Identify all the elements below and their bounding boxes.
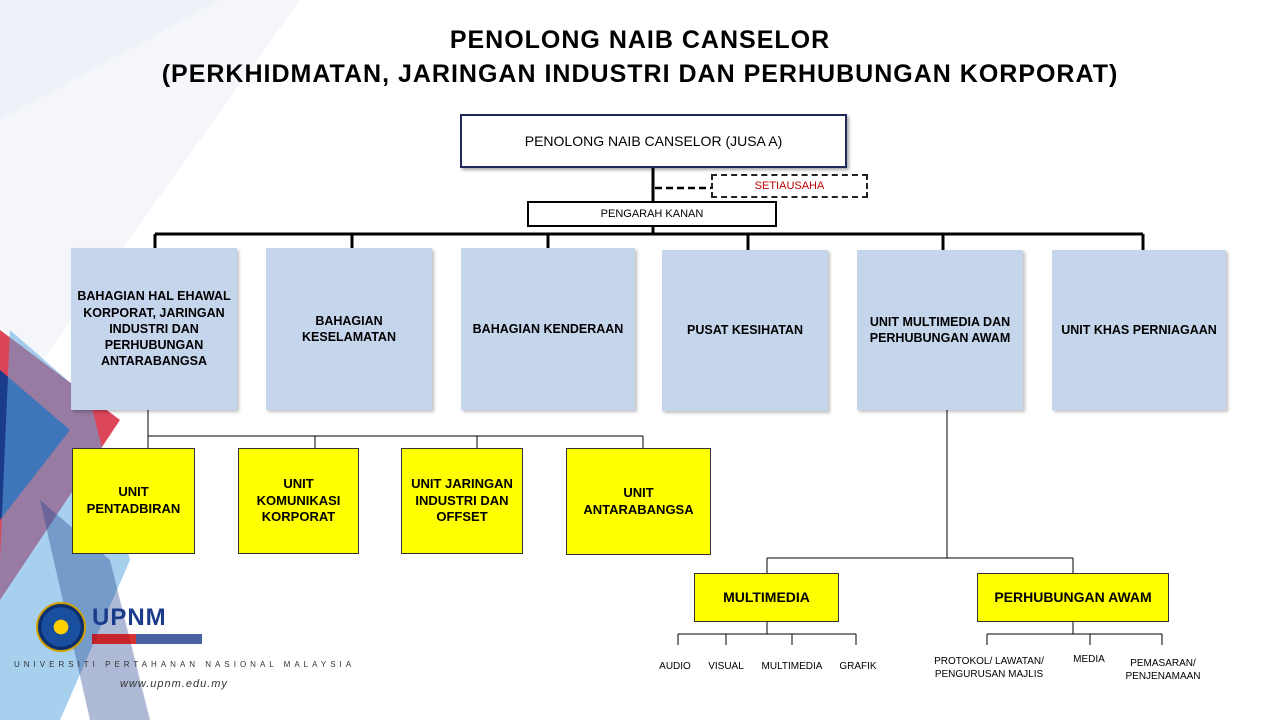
- university-name: UNIVERSITI PERTAHANAN NASIONAL MALAYSIA: [14, 660, 356, 669]
- division-multimedia-pr: UNIT MULTIMEDIA DAN PERHUBUNGAN AWAM: [857, 250, 1023, 410]
- director-box: PENGARAH KANAN: [527, 201, 777, 227]
- crest-icon: [36, 602, 86, 652]
- top-position-box: PENOLONG NAIB CANSELOR (JUSA A): [460, 114, 847, 168]
- secretary-box: SETIAUSAHA: [711, 174, 868, 198]
- leaf-multimedia: MULTIMEDIA: [761, 661, 823, 672]
- leaf-protocol: PROTOKOL/ LAWATAN/ PENGURUSAN MAJLIS: [934, 656, 1044, 680]
- division-transport: BAHAGIAN KENDERAAN: [461, 248, 635, 410]
- unit-administration: UNIT PENTADBIRAN: [72, 448, 195, 554]
- division-health-centre: PUSAT KESIHATAN: [662, 250, 828, 411]
- logo-tagline-bar: [92, 634, 202, 644]
- unit-industry-network: UNIT JARINGAN INDUSTRI DAN OFFSET: [401, 448, 523, 554]
- website-url: www.upnm.edu.my: [120, 678, 228, 690]
- leaf-audio: AUDIO: [659, 661, 691, 672]
- page-title-line-1: PENOLONG NAIB CANSELOR: [449, 26, 831, 54]
- division-corporate-affairs: BAHAGIAN HAL EHAWAL KORPORAT, JARINGAN I…: [71, 248, 237, 410]
- division-business-unit: UNIT KHAS PERNIAGAAN: [1052, 250, 1226, 410]
- page-title-line-2: (PERKHIDMATAN, JARINGAN INDUSTRI DAN PER…: [161, 60, 1119, 88]
- leaf-graphic: GRAFIK: [839, 661, 877, 672]
- leaf-marketing: PEMASARAN/ PENJENAMAAN: [1125, 658, 1201, 682]
- leaf-media: MEDIA: [1073, 654, 1105, 665]
- leaf-visual: VISUAL: [708, 661, 744, 672]
- division-security: BAHAGIAN KESELAMATAN: [266, 248, 432, 410]
- logo-abbreviation: UPNM: [92, 604, 167, 631]
- university-logo: UPNM UNIVERSITI PERTAHANAN NASIONAL MALA…: [14, 598, 351, 698]
- unit-international: UNIT ANTARABANGSA: [566, 448, 711, 555]
- unit-corporate-communication: UNIT KOMUNIKASI KORPORAT: [238, 448, 359, 554]
- multimedia-section: MULTIMEDIA: [694, 573, 839, 622]
- public-relations-section: PERHUBUNGAN AWAM: [977, 573, 1169, 622]
